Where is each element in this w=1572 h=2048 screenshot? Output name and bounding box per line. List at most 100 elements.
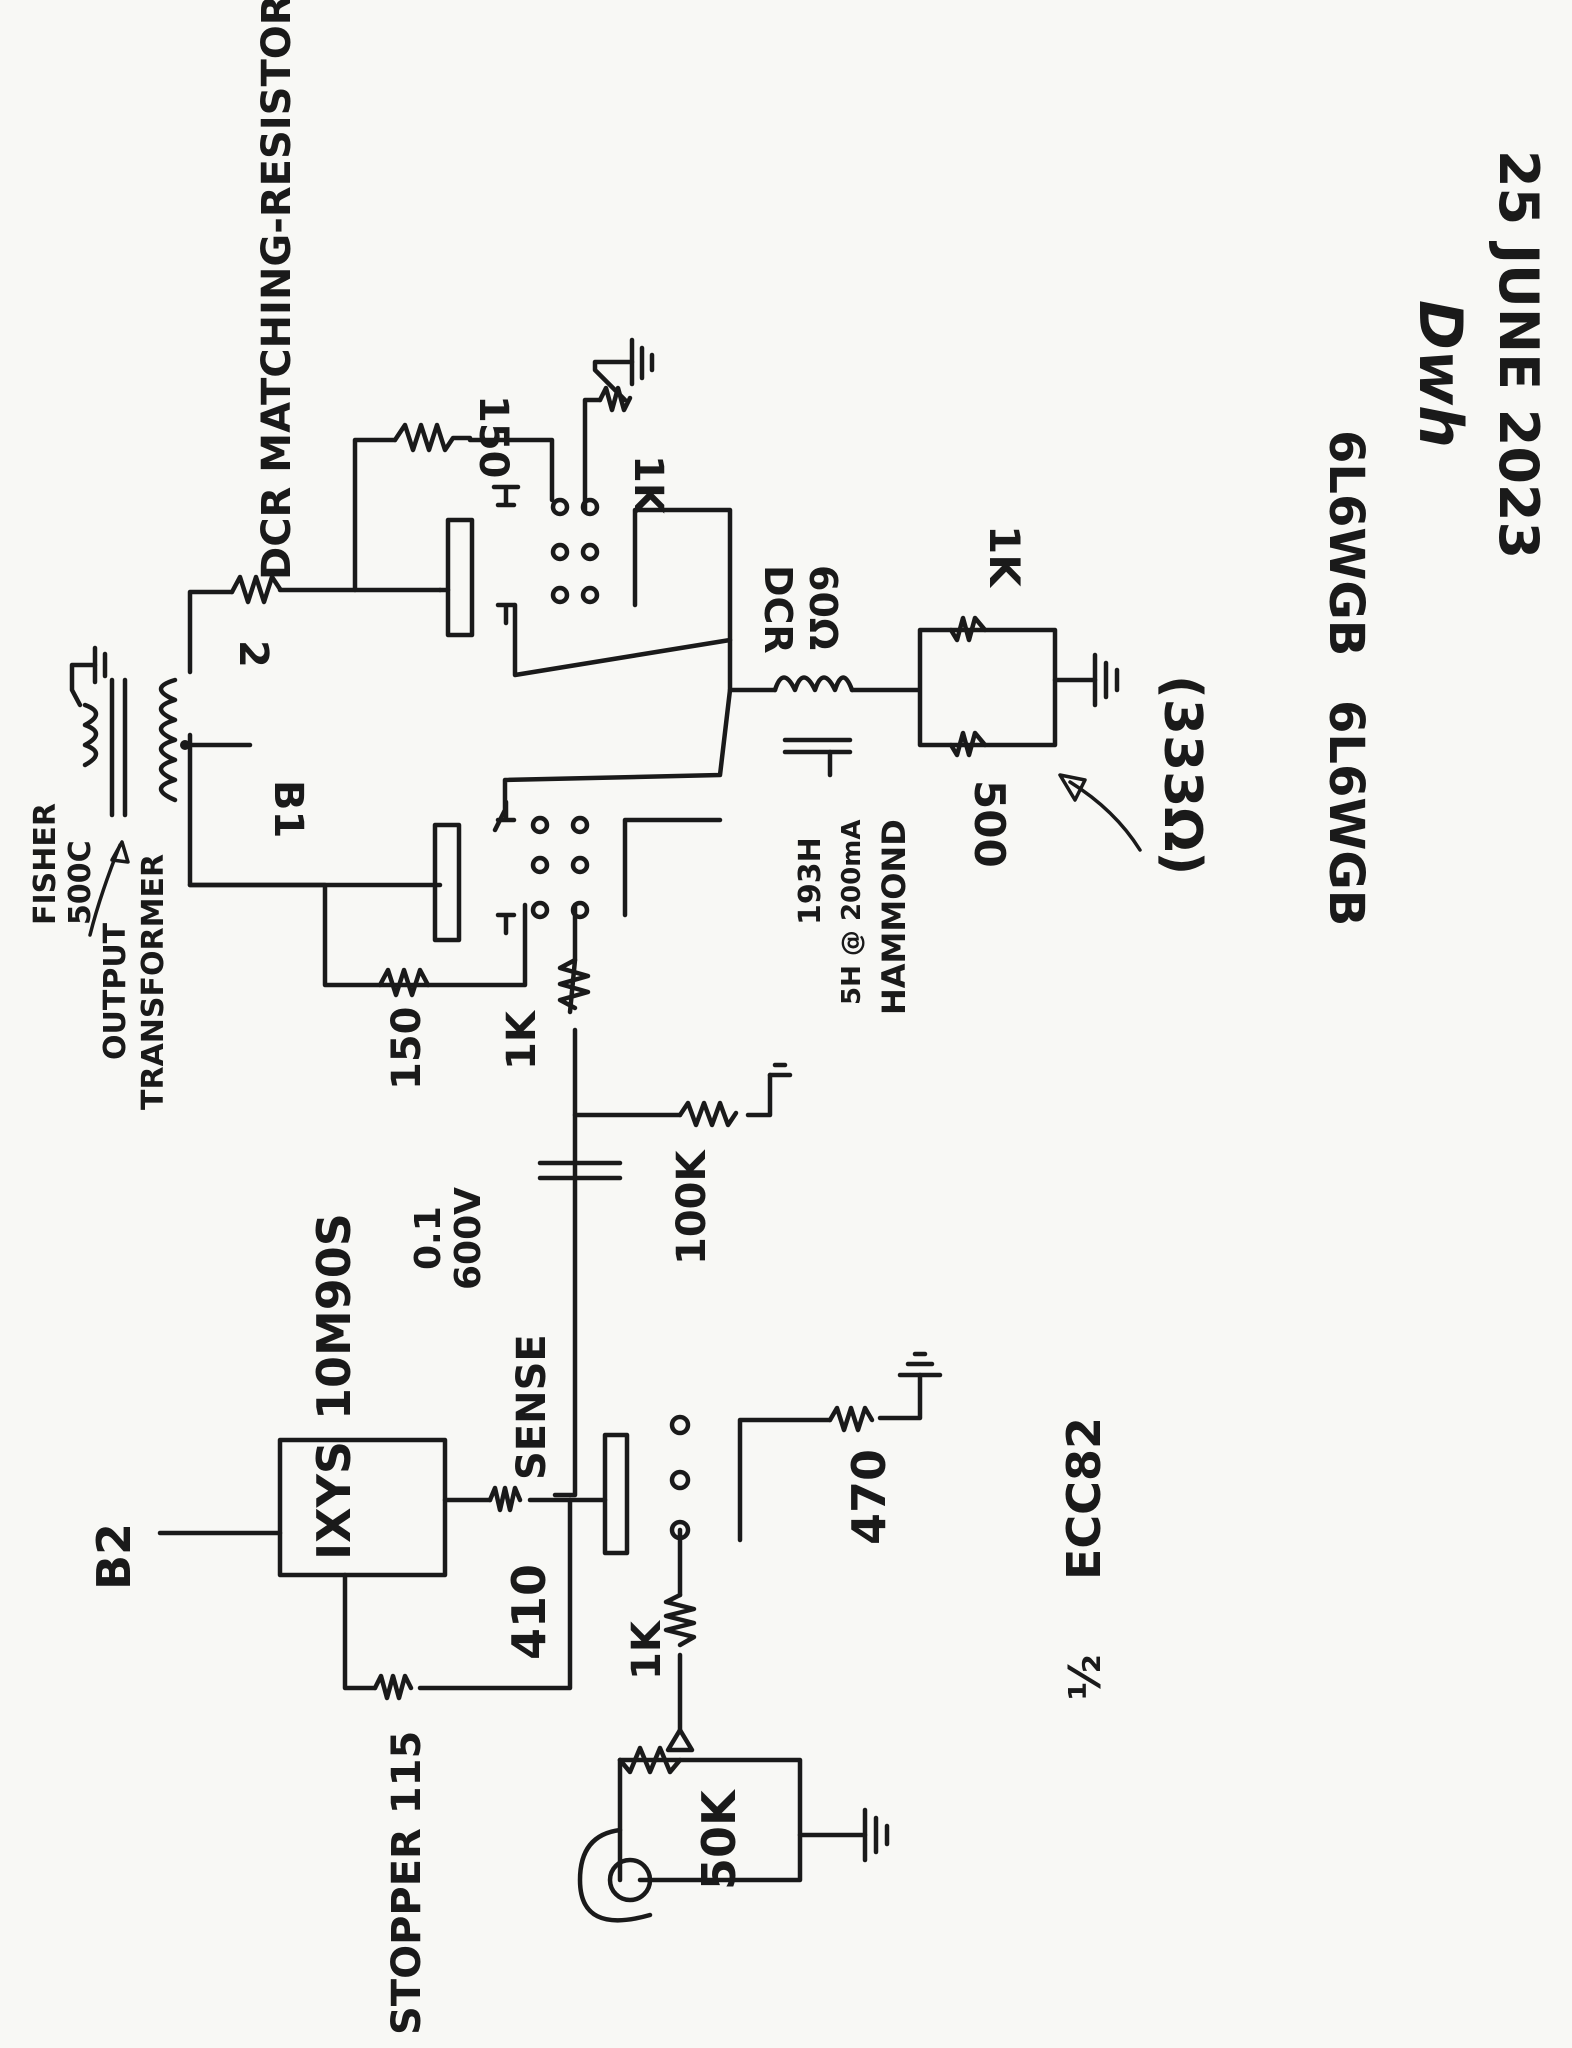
tube-top-pin [550, 585, 570, 605]
wire-1k-top [582, 397, 603, 513]
transformer-secondary-coil [82, 702, 99, 768]
signature: Dwh [1405, 300, 1475, 448]
tube-bottom-pin [530, 815, 550, 835]
output-transformer [69, 662, 253, 937]
wire-stopper [342, 1572, 378, 1691]
tube-bottom-pin [570, 855, 590, 875]
wire-100k-ground [745, 1072, 773, 1118]
center-tap-dot [180, 740, 190, 750]
label-fisher-4: TRANSFORMER [136, 854, 171, 1110]
label-fisher-2: 500C [63, 840, 98, 925]
ground-top [629, 337, 655, 387]
ground-470 [897, 1351, 943, 1378]
label-half: ½ [1060, 1654, 1111, 1700]
resistor-500 [948, 730, 988, 758]
tube-bottom-pin [530, 900, 550, 920]
jack-inner [607, 1857, 653, 1903]
ecc82-heater [602, 1432, 630, 1556]
ecc82-pin [669, 1414, 691, 1436]
label-fisher-3: OUTPUT [98, 922, 133, 1060]
resistor-150-bottom [377, 967, 431, 998]
label-cap-value-2: 600V [448, 1187, 489, 1290]
transformer-secondary-ground [69, 662, 98, 708]
tube-bottom-6l6 [432, 799, 590, 943]
tube-bottom-socket-y [495, 799, 517, 936]
choke-coil [772, 675, 855, 693]
wire-top-rail [187, 589, 235, 675]
tube-top-pin [580, 542, 600, 562]
ecc82-half [602, 1414, 691, 1556]
wire-470-ground [877, 1372, 923, 1421]
ground-100k [767, 1062, 793, 1078]
potentiometer-50k [617, 1727, 695, 1775]
label-r2: 2 [230, 640, 276, 668]
resistor-1k-grid [557, 957, 591, 1011]
resistor-stopper [372, 1673, 414, 1701]
wire-grid-down [552, 1027, 578, 1498]
tube-top-pin [550, 497, 570, 517]
label-333ohm: (333Ω) [1152, 675, 1212, 875]
label-ecc82: ECC82 [1057, 1417, 1111, 1580]
ground-pot [862, 1807, 890, 1863]
ground-symbols [92, 337, 1120, 1863]
resistor-sense [487, 1485, 523, 1513]
label-r500: 500 [965, 780, 1014, 868]
resistor-2 [229, 574, 283, 605]
pot-element [617, 1745, 683, 1775]
label-r1k-input: 1K [624, 1619, 670, 1680]
ecc82-pin [669, 1469, 691, 1491]
label-b2: B2 [87, 1523, 141, 1590]
wire-choke-to-1k [849, 627, 1058, 748]
ixys-body [277, 1437, 448, 1578]
resistor-100k [677, 1100, 739, 1128]
coupling-capacitor [537, 1160, 623, 1181]
wire-1k-top-ground [592, 359, 635, 403]
wires [157, 359, 1098, 1883]
wire-top-screen [512, 507, 733, 678]
label-date: 25 JUNE 2023 [1487, 150, 1550, 559]
resistor-470 [827, 1405, 875, 1433]
ground-right [1092, 652, 1120, 708]
tube-top-pin [580, 585, 600, 605]
hammond-choke [772, 675, 855, 778]
tube-bottom-heater [432, 822, 462, 943]
ecc82-pin [669, 1519, 691, 1541]
label-dcr-choke: DCR [756, 565, 800, 654]
pot-wiper [665, 1727, 695, 1753]
label-pot-50k: 50K [692, 1788, 746, 1890]
label-choke-1: 193H [793, 837, 828, 925]
ground-transformer [92, 645, 108, 685]
label-ixys: IXYS [307, 1441, 361, 1560]
wire-pot [617, 1757, 803, 1883]
wire-to-150-top [277, 437, 398, 593]
label-b1: B1 [265, 780, 311, 838]
tube-top-6l6 [437, 484, 600, 638]
tube-top-socket-y1 [491, 484, 521, 626]
input-jack [577, 1827, 653, 1923]
label-60ohm: 60Ω [801, 565, 845, 650]
label-tube-left: 6L6WGB [1318, 700, 1374, 926]
label-r100k: 100K [669, 1149, 715, 1265]
tube-top-heater [445, 517, 475, 638]
label-cap-value-1: 0.1 [408, 1206, 449, 1270]
tube-top-pin [580, 497, 600, 517]
label-stopper: STOPPER 115 [384, 1731, 430, 2035]
label-r410: 410 [502, 1564, 556, 1660]
resistor-1k-input [663, 1592, 697, 1648]
tube-bottom-pin [530, 855, 550, 875]
label-choke-2: 5H @ 200mA [837, 820, 867, 1005]
resistor-150-top [392, 422, 473, 453]
label-r1k-top: 1K [625, 455, 671, 516]
label-tube-right: 6L6WGB [1318, 430, 1374, 656]
label-r1k-grid: 1K [499, 1009, 545, 1070]
label-choke-3: HAMMOND [875, 819, 913, 1015]
arrow-333-head [1058, 773, 1087, 802]
transformer-primary-coil [158, 677, 178, 803]
label-r150-top: 150 [470, 395, 516, 479]
wire-stopper-out [417, 1497, 573, 1691]
label-ixys-part: 10M90S [307, 1213, 361, 1420]
wire-left-rail [187, 732, 528, 988]
arrow-333 [1068, 780, 1142, 852]
